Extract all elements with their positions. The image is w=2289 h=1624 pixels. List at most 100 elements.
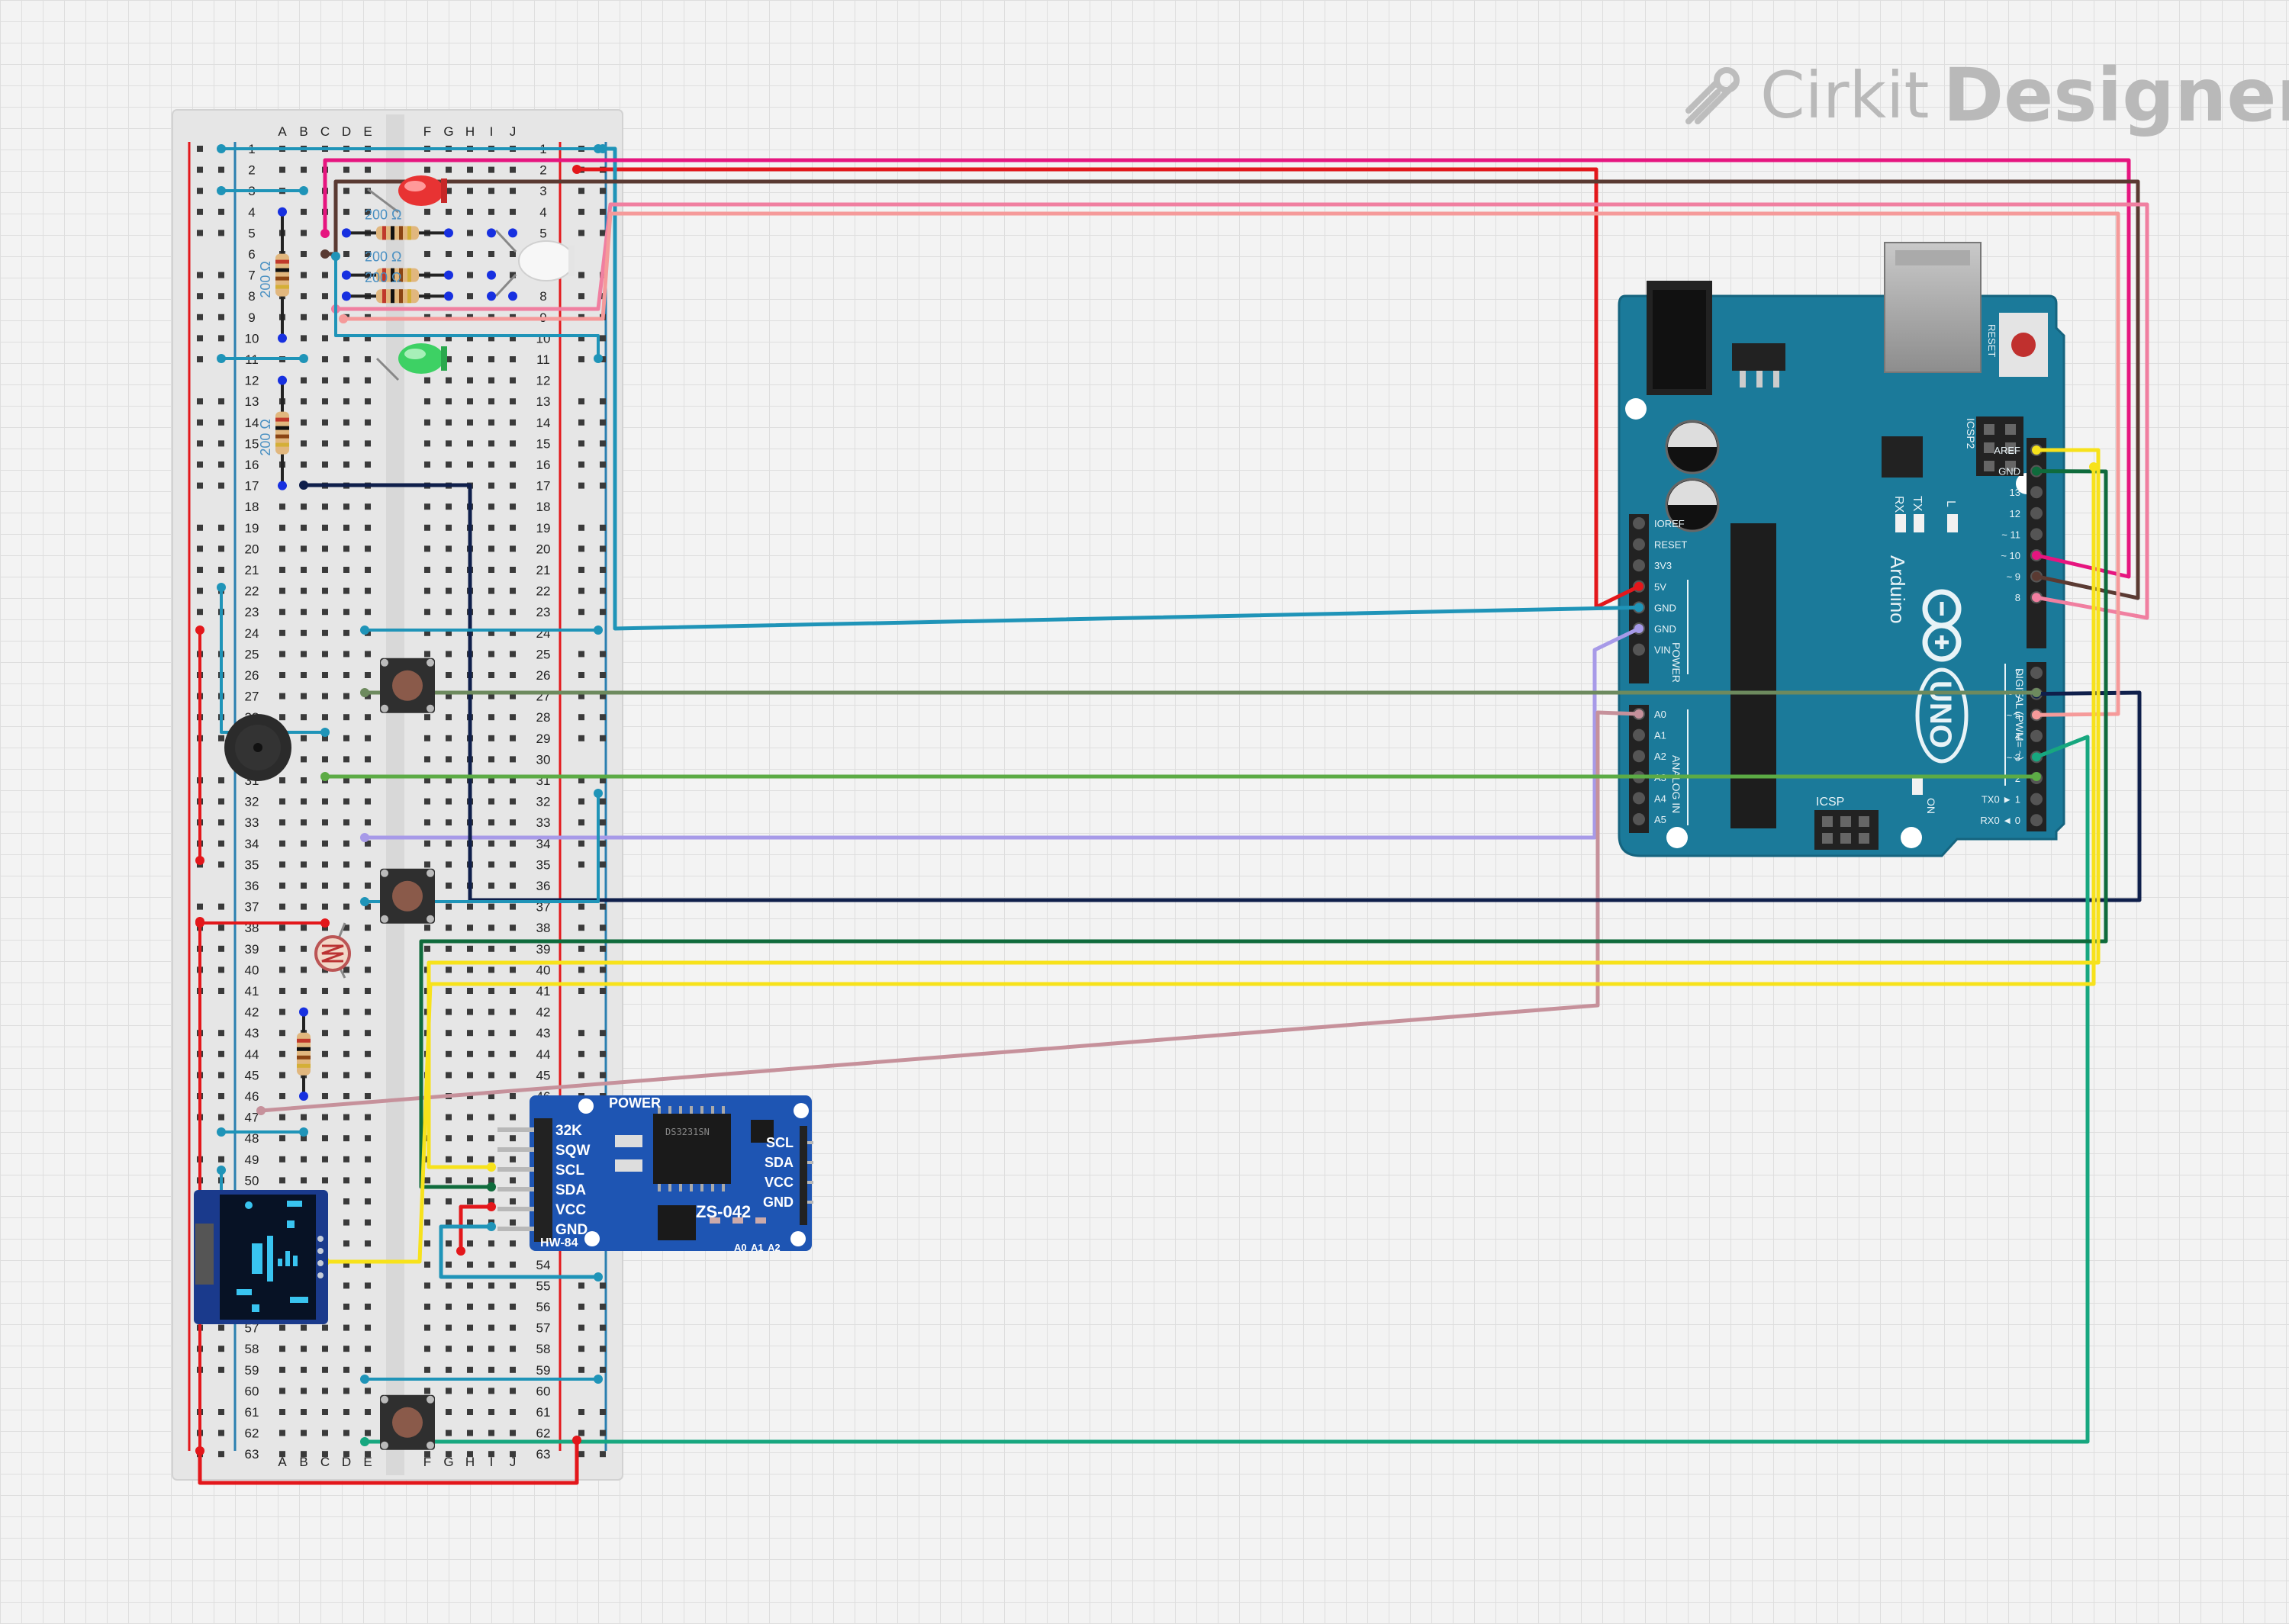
resistor-label: 200 Ω <box>258 419 273 456</box>
pin-label: RX0 ◄ 0 <box>1980 815 2020 826</box>
pin-label: IOREF <box>1654 518 1685 529</box>
pin-label: 13 <box>2010 487 2020 498</box>
row-number: 15 <box>536 436 551 451</box>
column-letter: G <box>443 1455 453 1469</box>
pushbutton[interactable] <box>380 658 435 713</box>
rtc-pin-label: SDA <box>555 1182 586 1198</box>
header-pin[interactable] <box>1633 517 1645 529</box>
header-pin[interactable] <box>2030 667 2043 679</box>
header-pin[interactable] <box>1633 728 1645 741</box>
pushbutton[interactable] <box>380 1394 435 1450</box>
row-number: 24 <box>245 626 259 641</box>
header-pin[interactable] <box>2030 528 2043 541</box>
row-number: 57 <box>536 1321 551 1336</box>
header-pin[interactable] <box>1633 538 1645 551</box>
row-number: 62 <box>245 1426 259 1441</box>
row-number: 43 <box>245 1026 259 1040</box>
white-led[interactable] <box>494 229 575 297</box>
row-number: 43 <box>536 1026 551 1040</box>
rtc-pin-label: SCL <box>555 1163 584 1179</box>
row-number: 21 <box>245 563 259 577</box>
row-number: 47 <box>245 1111 259 1125</box>
row-number: 57 <box>245 1321 259 1336</box>
row-number: 8 <box>539 289 546 304</box>
header-pin[interactable] <box>2030 729 2043 742</box>
column-letter: H <box>465 1455 475 1469</box>
rtc-pin-label: VCC <box>555 1202 586 1218</box>
row-number: 32 <box>536 795 551 809</box>
row-number: 61 <box>245 1405 259 1420</box>
arduino-logo-icon <box>1922 589 1962 662</box>
pin-label: 5V <box>1654 581 1666 593</box>
column-letter: D <box>342 124 351 139</box>
resistor[interactable]: 200 Ω <box>258 207 289 343</box>
row-number: 58 <box>245 1342 259 1356</box>
rtc-address-label: A2 <box>768 1242 781 1253</box>
header-pin[interactable] <box>1633 813 1645 825</box>
pin-label: 3V3 <box>1654 560 1672 571</box>
resistor[interactable]: 200 Ω <box>258 375 289 490</box>
header-pin[interactable] <box>1633 559 1645 572</box>
pin-label: ~ 3 <box>2007 751 2020 763</box>
row-number: 13 <box>536 394 551 409</box>
on-label: ON <box>1925 798 1937 814</box>
piezo-buzzer[interactable] <box>224 714 291 781</box>
rx-led <box>1914 514 1924 532</box>
pin-label: 4 <box>2015 731 2020 742</box>
rtc-address-label: A1 <box>751 1242 764 1253</box>
header-pin[interactable] <box>2030 793 2043 806</box>
resistor[interactable] <box>297 1007 311 1101</box>
row-number: 4 <box>539 205 546 220</box>
row-number: 39 <box>245 942 259 957</box>
mount-hole-3 <box>1901 827 1922 848</box>
green-led[interactable] <box>375 343 447 381</box>
row-number: 60 <box>245 1384 259 1398</box>
pin-label: ~ 10 <box>2001 550 2020 561</box>
rtc-chip-label: DS3231SN <box>665 1127 710 1137</box>
column-letter: F <box>423 124 431 139</box>
photoresistor[interactable] <box>314 922 351 979</box>
oled-display[interactable] <box>194 1190 328 1324</box>
red-led[interactable] <box>367 175 447 214</box>
header-pin[interactable] <box>2030 486 2043 499</box>
resistor[interactable]: 200 Ω <box>342 207 453 240</box>
header-pin[interactable] <box>1633 643 1645 656</box>
row-number: 12 <box>245 374 259 388</box>
row-number: 41 <box>536 984 551 999</box>
rtc-board-label: HW-84 <box>540 1236 578 1249</box>
row-number: 17 <box>245 479 259 494</box>
row-number: 25 <box>245 647 259 661</box>
row-number: 24 <box>536 626 551 641</box>
column-letter: A <box>278 1455 287 1469</box>
header-pin[interactable] <box>1633 750 1645 763</box>
icsp-label: ICSP <box>1816 796 1844 809</box>
row-number: 35 <box>245 857 259 872</box>
pin-label: AREF <box>1994 445 2020 456</box>
row-number: 16 <box>245 458 259 472</box>
tx-led <box>1895 514 1906 532</box>
row-number: 50 <box>245 1173 259 1188</box>
wire-rtc-vcc-red <box>459 1204 494 1253</box>
row-number: 37 <box>245 900 259 915</box>
row-number: 46 <box>245 1089 259 1104</box>
header-pin[interactable] <box>2030 814 2043 827</box>
row-number: 42 <box>245 1005 259 1020</box>
icsp2-label: ICSP2 <box>1965 418 1977 449</box>
row-number: 10 <box>536 331 551 346</box>
wire-oled-yellow <box>323 465 2096 1264</box>
arduino-brand-text: Arduino <box>1886 555 1909 624</box>
wire-d9-lightpink <box>333 202 2149 620</box>
row-number: 26 <box>536 668 551 683</box>
row-number: 3 <box>539 184 546 198</box>
pin-label: A1 <box>1654 730 1666 741</box>
resistor[interactable]: 200 Ω <box>342 249 453 282</box>
row-number: 2 <box>248 163 255 178</box>
row-number: 19 <box>536 521 551 535</box>
header-pin[interactable] <box>1633 792 1645 805</box>
header-pin[interactable] <box>2030 506 2043 519</box>
row-number: 63 <box>245 1447 259 1462</box>
row-number: 41 <box>245 984 259 999</box>
pushbutton[interactable] <box>380 868 435 924</box>
row-number: 49 <box>245 1153 259 1167</box>
